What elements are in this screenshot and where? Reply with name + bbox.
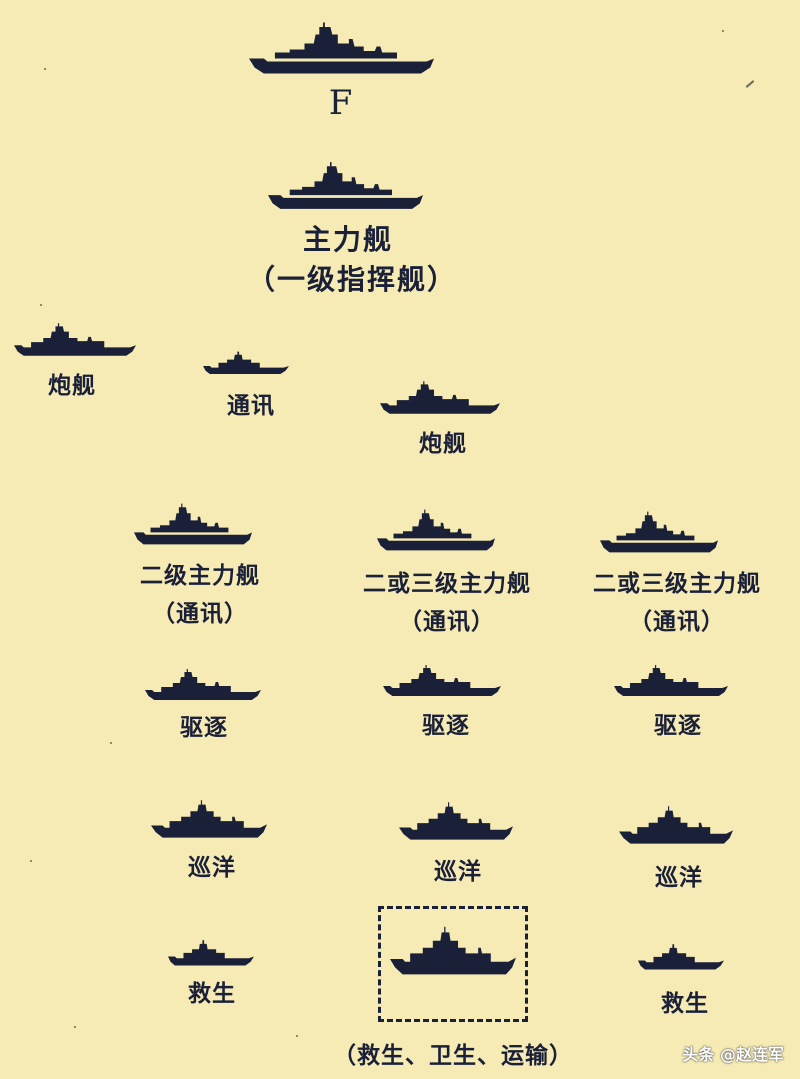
ship-cruiser-3-icon: [619, 804, 733, 848]
warship-shape: [600, 511, 718, 553]
warship-shape: [638, 944, 724, 970]
speck: [110, 742, 112, 744]
label-secthird-a-sub: （通讯）: [399, 609, 495, 635]
ship-secthird-a-icon: [377, 506, 495, 554]
warship-silhouette: [249, 22, 434, 74]
speck: [40, 304, 42, 306]
speck: [30, 860, 32, 862]
warship-shape: [619, 806, 733, 844]
warship-shape: [168, 940, 254, 966]
warship-shape: [134, 503, 252, 545]
warship-shape: [377, 509, 495, 551]
ship-gun-left-icon: [14, 318, 136, 360]
label-support: （救生、卫生、运输）: [333, 1043, 573, 1069]
ship-comms-icon: [203, 346, 289, 378]
label-secthird-b: 二或三级主力舰: [593, 571, 761, 597]
warship-shape: [390, 926, 516, 975]
warship-shape: [145, 669, 261, 700]
warship-silhouette: [600, 511, 718, 553]
warship-silhouette: [203, 351, 289, 374]
warship-silhouette: [134, 503, 252, 545]
warship-shape: [151, 800, 267, 838]
label-destroyer-1: 驱逐: [180, 715, 228, 741]
warship-silhouette: [14, 323, 136, 356]
warship-silhouette: [168, 940, 254, 966]
warship-shape: [380, 381, 500, 414]
warship-silhouette: [390, 926, 516, 975]
speck: [745, 80, 755, 88]
label-flagship: F: [328, 83, 354, 123]
label-rescue-3: 救生: [661, 991, 709, 1017]
warship-silhouette: [614, 665, 728, 696]
label-destroyer-3: 驱逐: [654, 713, 702, 739]
ship-destroyer-3-icon: [614, 660, 728, 700]
speck: [722, 30, 724, 32]
speck: [74, 1026, 76, 1028]
watermark: 头条 @赵连军: [682, 1045, 784, 1064]
label-second-main-sub: （通讯）: [152, 601, 248, 627]
ship-second-main-icon: [134, 500, 252, 548]
label-rescue-1: 救生: [188, 981, 236, 1007]
warship-silhouette: [151, 800, 267, 838]
warship-silhouette: [380, 381, 500, 414]
warship-silhouette: [399, 802, 513, 840]
ship-gun-center-icon: [380, 376, 500, 418]
warship-silhouette: [638, 944, 724, 970]
ship-cruiser-1-icon: [151, 798, 267, 842]
label-gun-center: 炮舰: [419, 431, 467, 457]
warship-shape: [203, 351, 289, 374]
label-main-ship-sub: （一级指挥舰）: [246, 263, 458, 296]
warship-silhouette: [268, 162, 423, 209]
warship-silhouette: [145, 669, 261, 700]
warship-silhouette: [377, 509, 495, 551]
ship-main-icon: [268, 158, 423, 213]
warship-shape: [614, 665, 728, 696]
label-gun-left: 炮舰: [48, 373, 96, 399]
ship-secthird-b-icon: [600, 508, 718, 556]
warship-silhouette: [383, 665, 501, 696]
warship-shape: [268, 162, 423, 209]
label-second-main: 二级主力舰: [140, 563, 260, 589]
warship-shape: [383, 665, 501, 696]
ship-rescue-1-icon: [168, 934, 254, 970]
speck: [44, 68, 46, 70]
ship-destroyer-2-icon: [383, 660, 501, 700]
speck: [296, 1035, 298, 1037]
ship-support-icon: [390, 924, 516, 980]
label-comms: 通讯: [227, 393, 275, 419]
label-main-ship: 主力舰: [302, 223, 394, 256]
support-group-dashed-box: [378, 906, 528, 1022]
label-secthird-a: 二或三级主力舰: [363, 571, 531, 597]
warship-silhouette: [619, 806, 733, 844]
warship-shape: [399, 802, 513, 840]
label-cruiser-1: 巡洋: [188, 855, 236, 881]
ship-destroyer-1-icon: [145, 664, 261, 704]
ship-rescue-3-icon: [638, 938, 724, 974]
ship-flagship-icon: [249, 18, 434, 78]
label-cruiser-2: 巡洋: [434, 859, 482, 885]
label-secthird-b-sub: （通讯）: [629, 609, 725, 635]
warship-shape: [14, 323, 136, 356]
label-destroyer-2: 驱逐: [422, 713, 470, 739]
warship-shape: [249, 22, 434, 74]
ship-cruiser-2-icon: [399, 800, 513, 844]
label-cruiser-3: 巡洋: [655, 865, 703, 891]
